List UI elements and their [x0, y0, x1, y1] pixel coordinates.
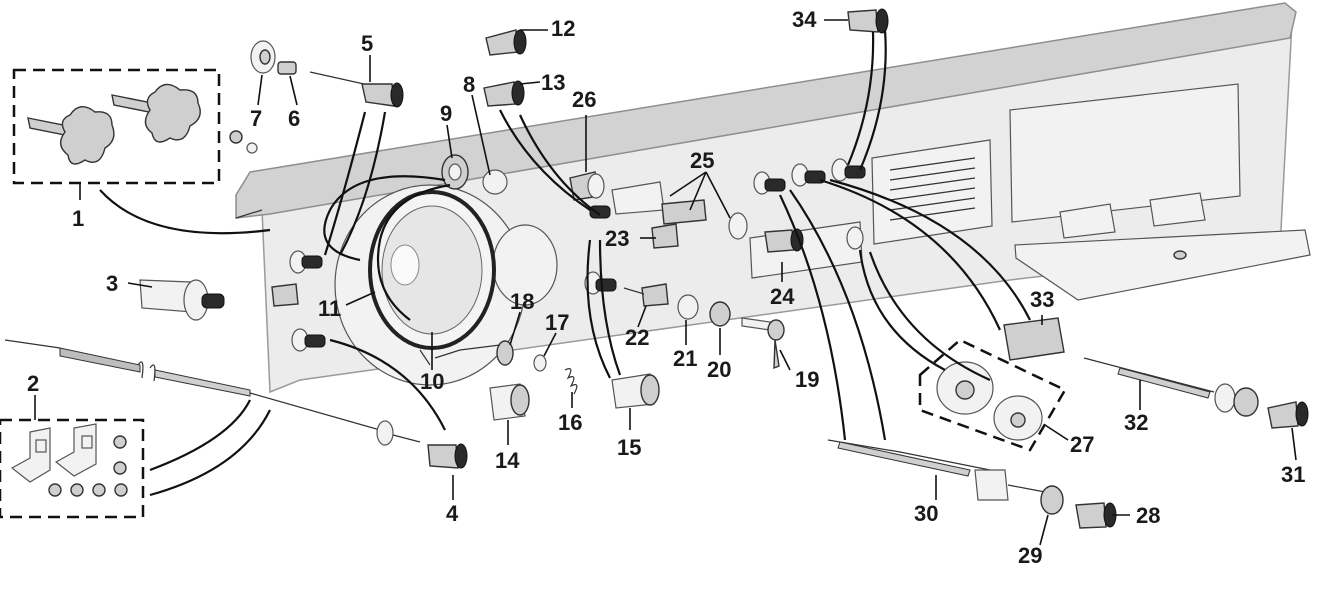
callout-20: 20 — [707, 357, 731, 382]
callout-1: 1 — [72, 206, 84, 231]
callout-27: 27 — [1070, 432, 1094, 457]
callout-labels: 1 2 3 4 5 6 7 8 9 10 11 12 13 14 15 16 1… — [27, 7, 1305, 568]
callout-3: 3 — [106, 271, 118, 296]
control-cable-icon — [4, 339, 421, 446]
glove-box-opening — [1009, 83, 1241, 223]
callout-18: 18 — [510, 289, 534, 314]
callout-5: 5 — [361, 31, 373, 56]
callout-14: 14 — [495, 448, 520, 473]
callout-12: 12 — [551, 16, 575, 41]
callout-30: 30 — [914, 501, 938, 526]
callout-34: 34 — [792, 7, 817, 32]
fluted-knob-icon — [309, 8, 1309, 529]
callout-33: 33 — [1030, 287, 1054, 312]
callout-2: 2 — [27, 371, 39, 396]
callout-11: 11 — [318, 296, 341, 321]
mounting-bracket-icon — [10, 423, 128, 497]
dash-vent — [871, 139, 993, 245]
callout-7: 7 — [250, 106, 262, 131]
speedometer-lens — [368, 190, 496, 350]
callout-31: 31 — [1281, 462, 1305, 487]
callout-9: 9 — [440, 101, 452, 126]
callout-28: 28 — [1136, 503, 1160, 528]
callout-21: 21 — [673, 346, 697, 371]
callout-13: 13 — [541, 70, 565, 95]
callout-ticks — [34, 19, 1297, 546]
callout-10: 10 — [420, 369, 444, 394]
callout-26: 26 — [572, 87, 596, 112]
callout-17: 17 — [545, 310, 569, 335]
callout-6: 6 — [288, 106, 300, 131]
star-knob-icon — [27, 83, 201, 165]
callout-23: 23 — [605, 226, 629, 251]
callout-29: 29 — [1018, 543, 1042, 568]
callout-19: 19 — [795, 367, 819, 392]
callout-22: 22 — [625, 325, 649, 350]
callout-4: 4 — [446, 501, 459, 526]
glove-box-door — [1014, 229, 1311, 301]
ignition-key-icon — [741, 317, 785, 370]
misc-parts — [139, 40, 1259, 515]
leader-wires — [99, 29, 1031, 497]
callout-8: 8 — [463, 72, 475, 97]
callout-16: 16 — [558, 410, 582, 435]
knob-set-group — [12, 68, 221, 185]
callout-24: 24 — [770, 284, 795, 309]
callout-15: 15 — [617, 435, 641, 460]
callout-25: 25 — [690, 148, 714, 173]
callout-32: 32 — [1124, 410, 1148, 435]
bracket-group — [0, 418, 145, 519]
